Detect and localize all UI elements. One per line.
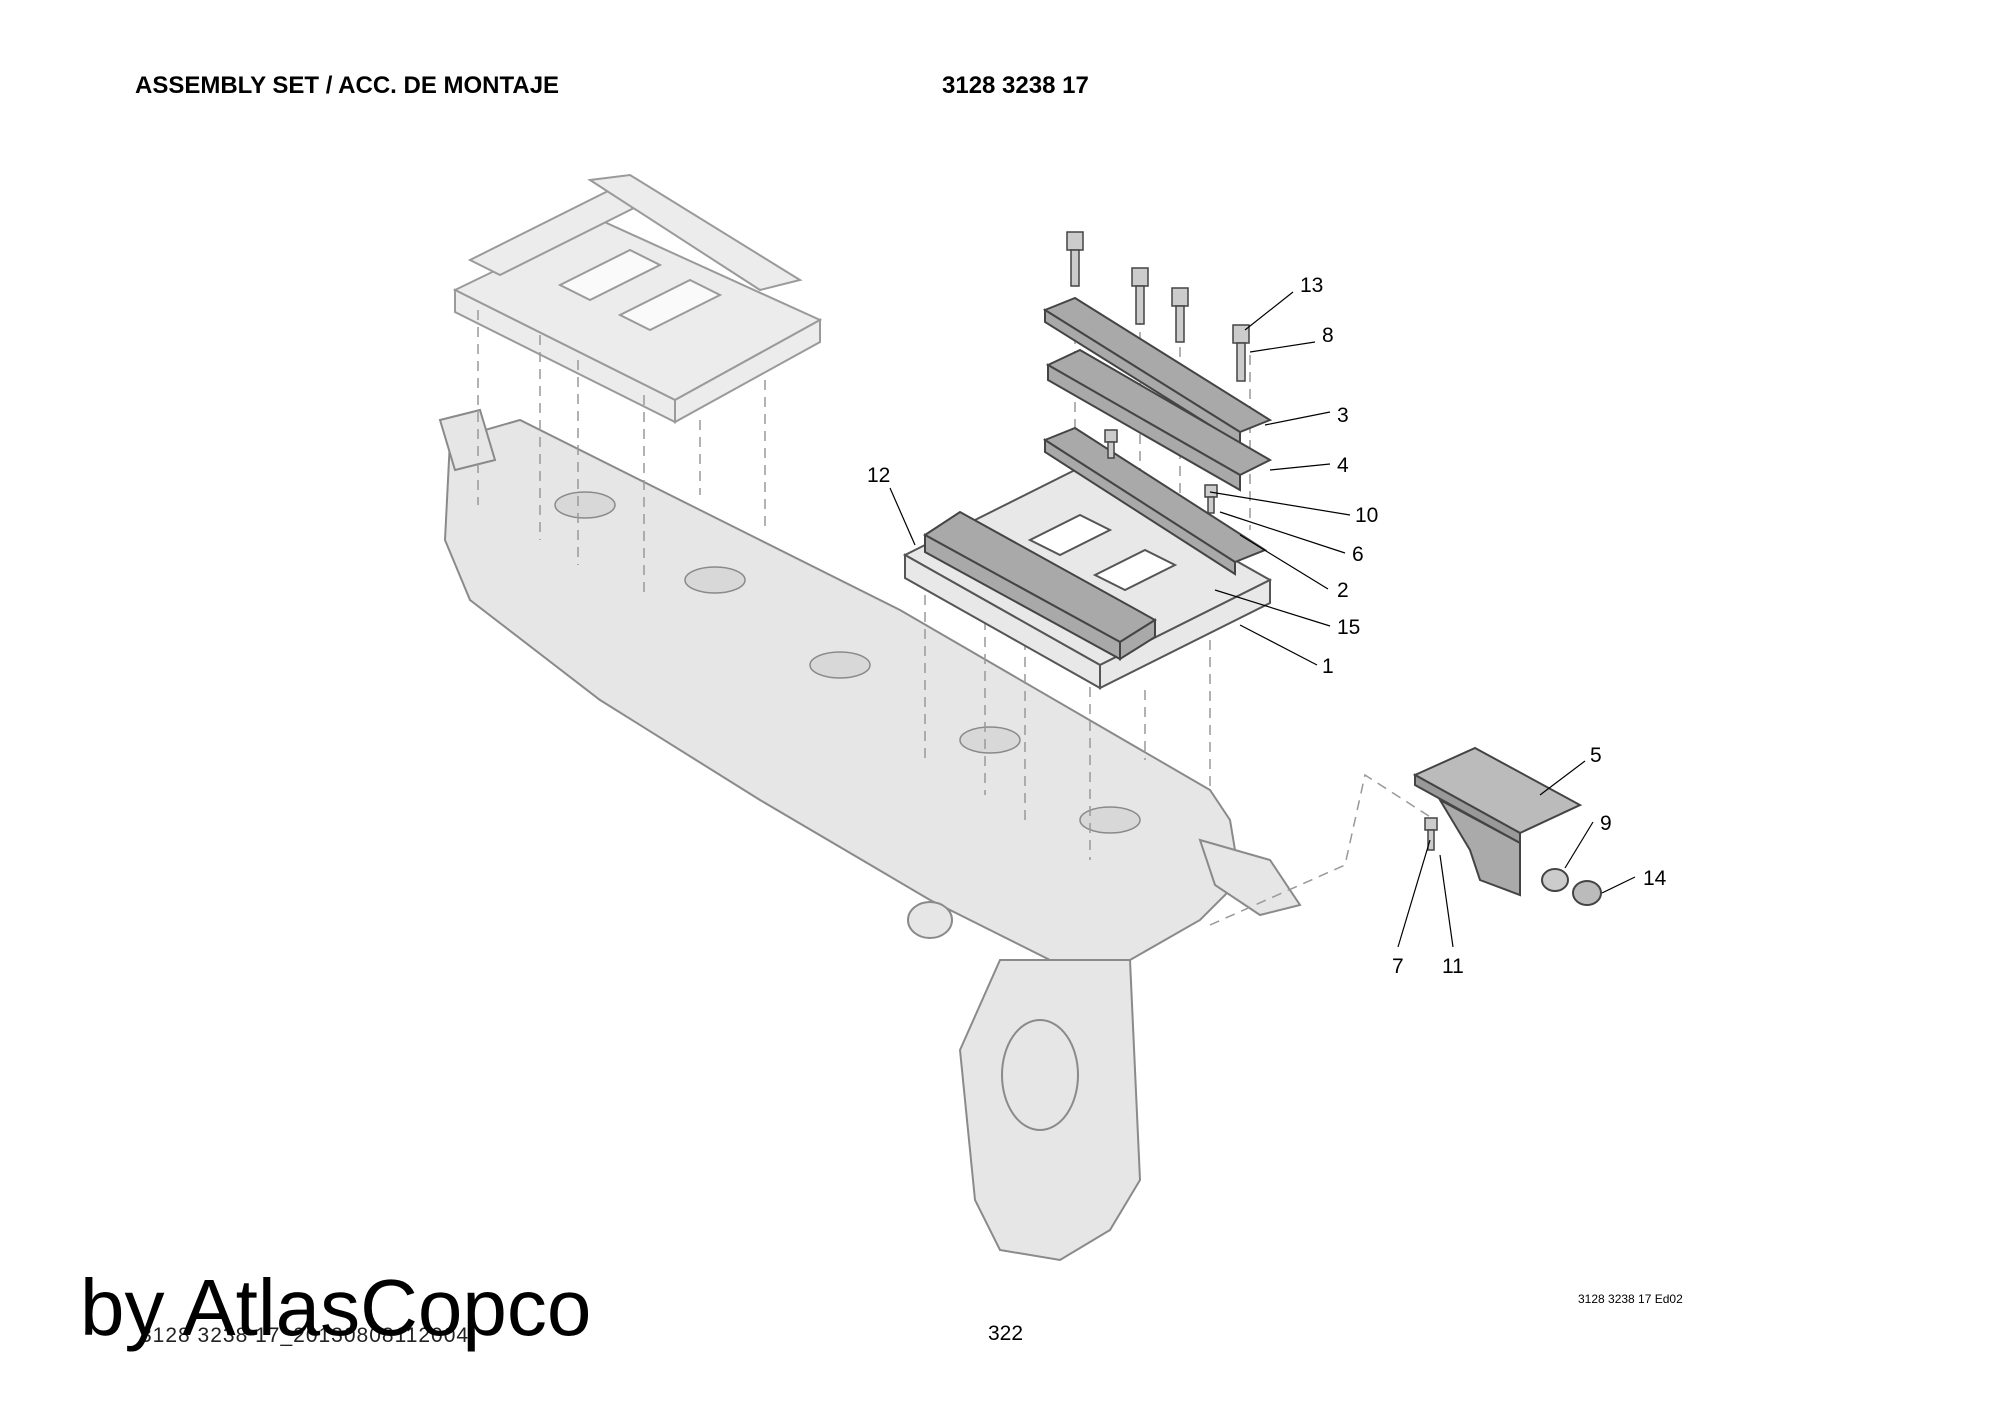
document-title: ASSEMBLY SET / ACC. DE MONTAJE (135, 72, 560, 99)
guide-lines (477, 300, 1436, 926)
mounting-plate (902, 468, 1273, 690)
page-number: 322 (988, 1322, 1024, 1345)
drawing-reference: 3128 3238 17_20130808112004 (140, 1324, 470, 1347)
leader-lines (889, 291, 1636, 948)
callout-14: 14 (1643, 867, 1667, 890)
callout-4: 4 (1337, 454, 1349, 477)
bolts (1066, 231, 1438, 851)
callout-7: 7 (1392, 955, 1404, 978)
callout-13: 13 (1300, 274, 1323, 297)
clamp-bars-upper (1042, 296, 1273, 576)
callout-2: 2 (1337, 579, 1349, 602)
callout-9: 9 (1600, 812, 1612, 835)
clamp-bar-front (923, 510, 1157, 661)
callout-8: 8 (1322, 324, 1334, 347)
callout-1: 1 (1322, 655, 1334, 678)
callout-labels: 13 8 3 4 12 10 6 2 15 1 5 9 14 7 11 (867, 274, 1667, 978)
bracket-assembly (1412, 746, 1602, 906)
callout-5: 5 (1590, 744, 1602, 767)
callout-10: 10 (1355, 504, 1378, 527)
watermark-text: by AtlasCopco (80, 1263, 592, 1352)
callout-6: 6 (1352, 543, 1364, 566)
part-number: 3128 3238 17 (942, 72, 1089, 99)
callout-15: 15 (1337, 616, 1360, 639)
edition-label: 3128 3238 17 Ed02 (1578, 1292, 1683, 1306)
beam-openings (554, 491, 1141, 834)
callout-3: 3 (1337, 404, 1349, 427)
callout-12: 12 (867, 464, 890, 487)
top-left-plate-assembly (452, 173, 823, 424)
callout-11: 11 (1442, 955, 1464, 978)
